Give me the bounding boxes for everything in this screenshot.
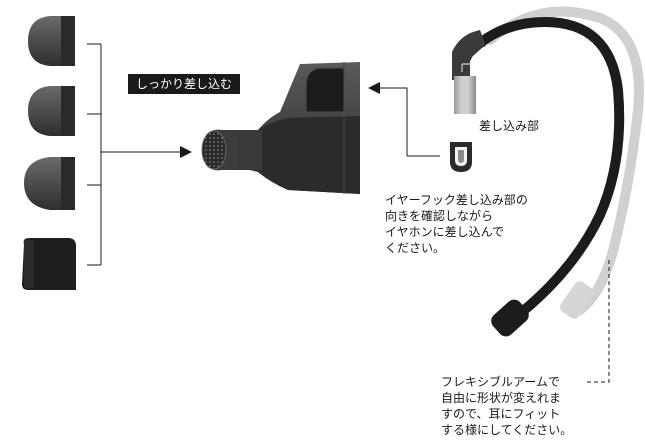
ear-hook-icon bbox=[452, 16, 625, 337]
arm-note-line: 自由に形状が変えれま bbox=[441, 391, 562, 405]
bracket-lines bbox=[87, 43, 182, 266]
ear-hook-ghost-tip bbox=[560, 281, 594, 319]
ear-hook-ghost bbox=[485, 6, 644, 315]
arrow-icon bbox=[368, 82, 380, 94]
arm-note-line: する様にしてください。 bbox=[441, 423, 573, 437]
insert-part-label: 差し込み部 bbox=[479, 119, 540, 133]
instruction-text: イヤーフック差し込み部の 向きを確認しながら イヤホンに差し込んで ください。 bbox=[385, 192, 528, 256]
instruction-line: イヤホンに差し込んで bbox=[385, 225, 505, 239]
arm-note-leader bbox=[586, 260, 610, 383]
instruction-line: イヤーフック差し込み部の bbox=[385, 193, 528, 207]
ear-tip-icon bbox=[28, 86, 75, 136]
arm-note-text: フレキシブルアームで 自由に形状が変えれま すので、耳にフィット する様にしてく… bbox=[441, 374, 572, 438]
arrow-icon bbox=[180, 146, 192, 158]
arm-note-line: すので、耳にフィット bbox=[441, 407, 561, 421]
instruction-line: ください。 bbox=[385, 241, 446, 255]
arm-note-line: フレキシブルアームで bbox=[441, 375, 560, 389]
connector-arrow bbox=[378, 87, 440, 157]
ear-tip-icon bbox=[22, 238, 76, 290]
ear-tip-icon bbox=[28, 16, 75, 66]
connector-icon bbox=[450, 142, 472, 172]
ear-tip-icon bbox=[24, 157, 75, 210]
earphone-icon bbox=[201, 62, 360, 194]
instruction-line: 向きを確認しながら bbox=[385, 209, 494, 223]
insert-firmly-label: しっかり差し込む bbox=[128, 74, 241, 94]
